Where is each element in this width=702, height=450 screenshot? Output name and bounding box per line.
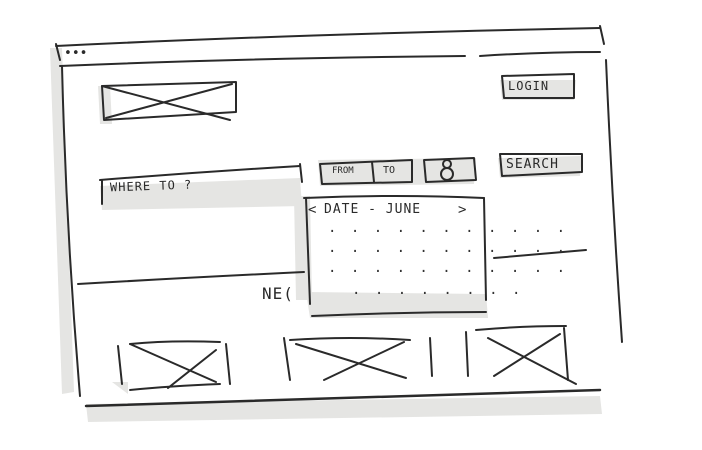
destination-input[interactable]: WHERE TO ? (100, 168, 302, 206)
datepicker-prev-button[interactable]: < (308, 202, 318, 218)
card-3[interactable] (466, 326, 576, 384)
login-button[interactable]: LOGIN (502, 74, 576, 100)
search-button[interactable]: SEARCH (500, 154, 584, 176)
datepicker-popup: < DATE - JUNE > · · · · · · · · · · · · … (306, 196, 565, 316)
datepicker-day-row-1[interactable]: · · · · · · · · · · · (328, 224, 569, 240)
window-controls: ••• (64, 46, 88, 61)
from-date-field[interactable]: FROM (322, 160, 372, 184)
guests-selector[interactable] (424, 158, 476, 182)
datepicker-day-row-4[interactable]: · · · · · · · · (352, 286, 524, 302)
datepicker-day-row-2[interactable]: · · · · · · · · · · · (328, 244, 569, 260)
logo-placeholder[interactable] (100, 82, 238, 122)
search-button-label: SEARCH (506, 157, 559, 172)
to-label: TO (383, 165, 396, 176)
card-2[interactable] (284, 334, 434, 382)
datepicker-month-title: DATE - JUNE (324, 202, 422, 217)
login-button-label: LOGIN (508, 79, 550, 93)
section-heading: NE( (262, 284, 294, 303)
datepicker-next-button[interactable]: > (458, 202, 468, 218)
destination-placeholder: WHERE TO ? (109, 177, 193, 195)
from-label: FROM (332, 166, 354, 176)
to-date-field[interactable]: TO (374, 160, 412, 184)
datepicker-day-row-3[interactable]: · · · · · · · · · · · (328, 264, 569, 280)
card-1[interactable] (118, 340, 230, 390)
